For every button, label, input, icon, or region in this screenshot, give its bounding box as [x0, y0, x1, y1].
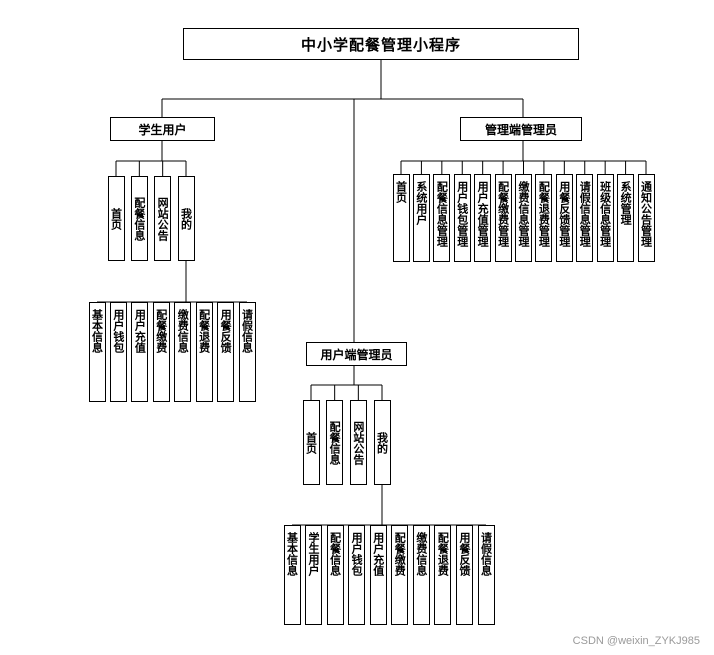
student-mine-3: 用户充值	[131, 302, 149, 402]
admin-menu-8: 配餐退费管理	[535, 174, 553, 262]
user-admin-mine-2: 学生用户	[305, 525, 323, 625]
admin-menu-1: 首页	[392, 174, 410, 262]
user-admin-menu-4: 我的	[373, 400, 391, 485]
user-admin-menu-2: 配餐信息	[326, 400, 344, 485]
admin-menu-3: 配餐信息管理	[433, 174, 451, 262]
student-menu-2: 配餐信息	[130, 176, 148, 261]
user-admin-node: 用户端管理员	[306, 342, 407, 366]
admin-menu-2: 系统用户	[412, 174, 430, 262]
student-menu-1: 首页	[107, 176, 125, 261]
admin-menu-12: 系统管理	[617, 174, 635, 262]
student-mine-8: 请假信息	[238, 302, 256, 402]
user-admin-mine-6: 配餐缴费	[391, 525, 409, 625]
admin-menu-7: 缴费信息管理	[515, 174, 532, 262]
admin-node: 管理端管理员	[460, 117, 582, 141]
student-mine-2: 用户钱包	[109, 302, 127, 402]
user-admin-mine-7: 缴费信息	[412, 525, 430, 625]
admin-menu-5: 用户充值管理	[474, 174, 492, 262]
student-node: 学生用户	[110, 117, 215, 141]
user-admin-mine-1: 基本信息	[283, 525, 301, 625]
student-mine-4: 配餐缴费	[152, 302, 170, 402]
student-mine-7: 用餐反馈	[217, 302, 235, 402]
admin-menu-11: 班级信息管理	[596, 174, 614, 262]
student-menu-3: 网站公告	[154, 176, 172, 261]
student-menu-4: 我的	[177, 176, 195, 261]
admin-menu-9: 用餐反馈管理	[555, 174, 573, 262]
user-admin-mine-10: 请假信息	[477, 525, 495, 625]
student-mine-6: 配餐退费	[195, 302, 213, 402]
admin-menu-10: 请假信息管理	[576, 174, 594, 262]
student-mine-5: 缴费信息	[174, 302, 192, 402]
admin-menu-4: 用户钱包管理	[453, 174, 471, 262]
watermark: CSDN @weixin_ZYKJ985	[572, 635, 700, 647]
user-admin-mine-5: 用户充值	[369, 525, 387, 625]
user-admin-mine-8: 配餐退费	[434, 525, 452, 625]
admin-menu-6: 配餐缴费管理	[494, 174, 512, 262]
student-mine-1: 基本信息	[88, 302, 106, 402]
user-admin-mine-3: 配餐信息	[326, 525, 344, 625]
root-node: 中小学配餐管理小程序	[183, 28, 579, 60]
user-admin-mine-4: 用户钱包	[348, 525, 366, 625]
user-admin-mine-9: 用餐反馈	[455, 525, 473, 625]
admin-menu-13: 通知公告管理	[637, 174, 655, 262]
user-admin-menu-1: 首页	[302, 400, 320, 485]
user-admin-menu-3: 网站公告	[349, 400, 367, 485]
